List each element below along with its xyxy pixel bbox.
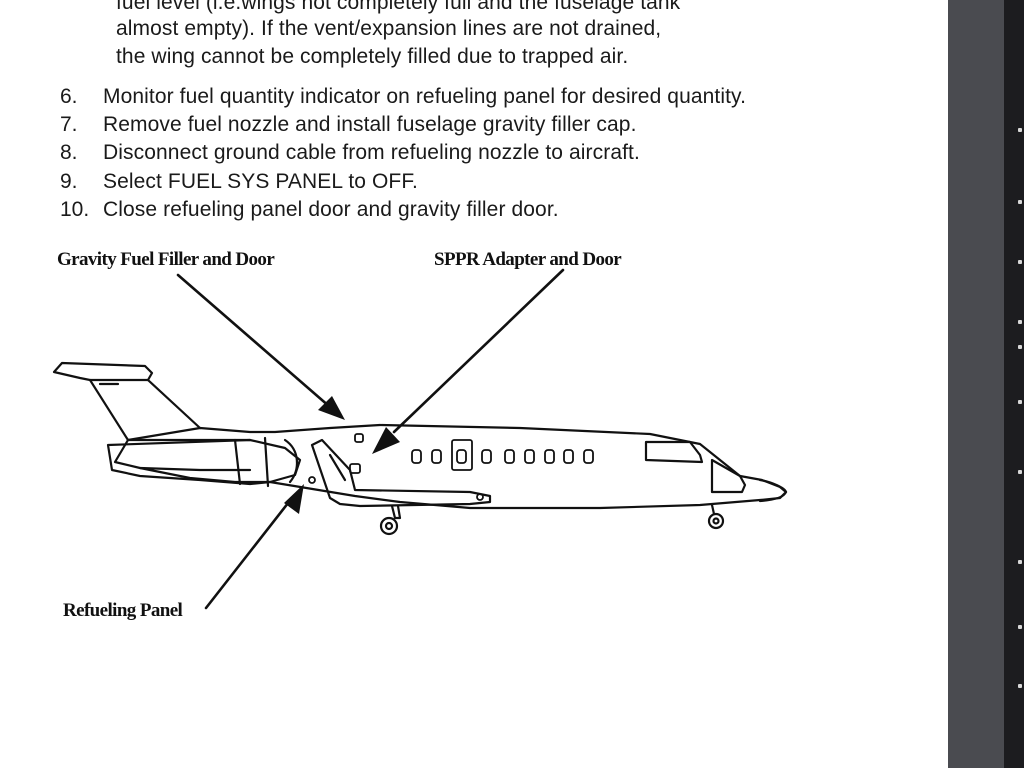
side-panel-marker bbox=[1018, 128, 1022, 132]
intro-line: almost empty). If the vent/expansion lin… bbox=[116, 17, 662, 40]
side-panel-marker bbox=[1018, 625, 1022, 629]
side-panel-marker bbox=[1018, 320, 1022, 324]
step-text: Select FUEL SYS PANEL to OFF. bbox=[103, 170, 418, 193]
step-text: Disconnect ground cable from refueling n… bbox=[103, 141, 640, 164]
viewer-gutter bbox=[948, 0, 1004, 768]
aircraft-diagram bbox=[52, 268, 788, 610]
side-panel-marker bbox=[1018, 345, 1022, 349]
side-panel-marker bbox=[1018, 684, 1022, 688]
step-number: 10. bbox=[60, 198, 90, 221]
cockpit-outline bbox=[644, 440, 788, 503]
step-number: 9. bbox=[60, 170, 78, 193]
side-panel-marker bbox=[1018, 200, 1022, 204]
label-refueling-panel: Refueling Panel bbox=[63, 600, 183, 621]
step-number: 8. bbox=[60, 141, 78, 164]
arrowheads bbox=[284, 396, 400, 514]
step-text: Close refueling panel door and gravity f… bbox=[103, 198, 559, 221]
document-page: fuel level (i.e.wings not completely ful… bbox=[0, 0, 948, 768]
viewer-side-panel bbox=[1004, 0, 1024, 768]
side-panel-marker bbox=[1018, 260, 1022, 264]
leader-lines bbox=[176, 268, 565, 610]
side-panel-marker bbox=[1018, 470, 1022, 474]
fuselage-outline bbox=[113, 423, 788, 510]
filler-doors bbox=[308, 433, 484, 501]
side-panel-marker bbox=[1018, 560, 1022, 564]
step-number: 7. bbox=[60, 113, 78, 136]
intro-line: fuel level (i.e.wings not completely ful… bbox=[116, 0, 681, 14]
step-number: 6. bbox=[60, 85, 78, 108]
engine-nacelle bbox=[106, 436, 302, 488]
label-gravity-fuel-filler: Gravity Fuel Filler and Door bbox=[57, 249, 275, 270]
wing-outline bbox=[310, 438, 492, 508]
nose-landing-gear bbox=[707, 503, 725, 530]
main-landing-gear bbox=[379, 504, 402, 536]
intro-line: the wing cannot be completely filled due… bbox=[116, 45, 629, 68]
step-text: Monitor fuel quantity indicator on refue… bbox=[103, 85, 747, 108]
label-sppr-adapter: SPPR Adapter and Door bbox=[434, 249, 622, 270]
tail-outline bbox=[52, 361, 202, 442]
cabin-windows bbox=[411, 439, 594, 471]
side-panel-marker bbox=[1018, 400, 1022, 404]
step-text: Remove fuel nozzle and install fuselage … bbox=[103, 113, 637, 136]
